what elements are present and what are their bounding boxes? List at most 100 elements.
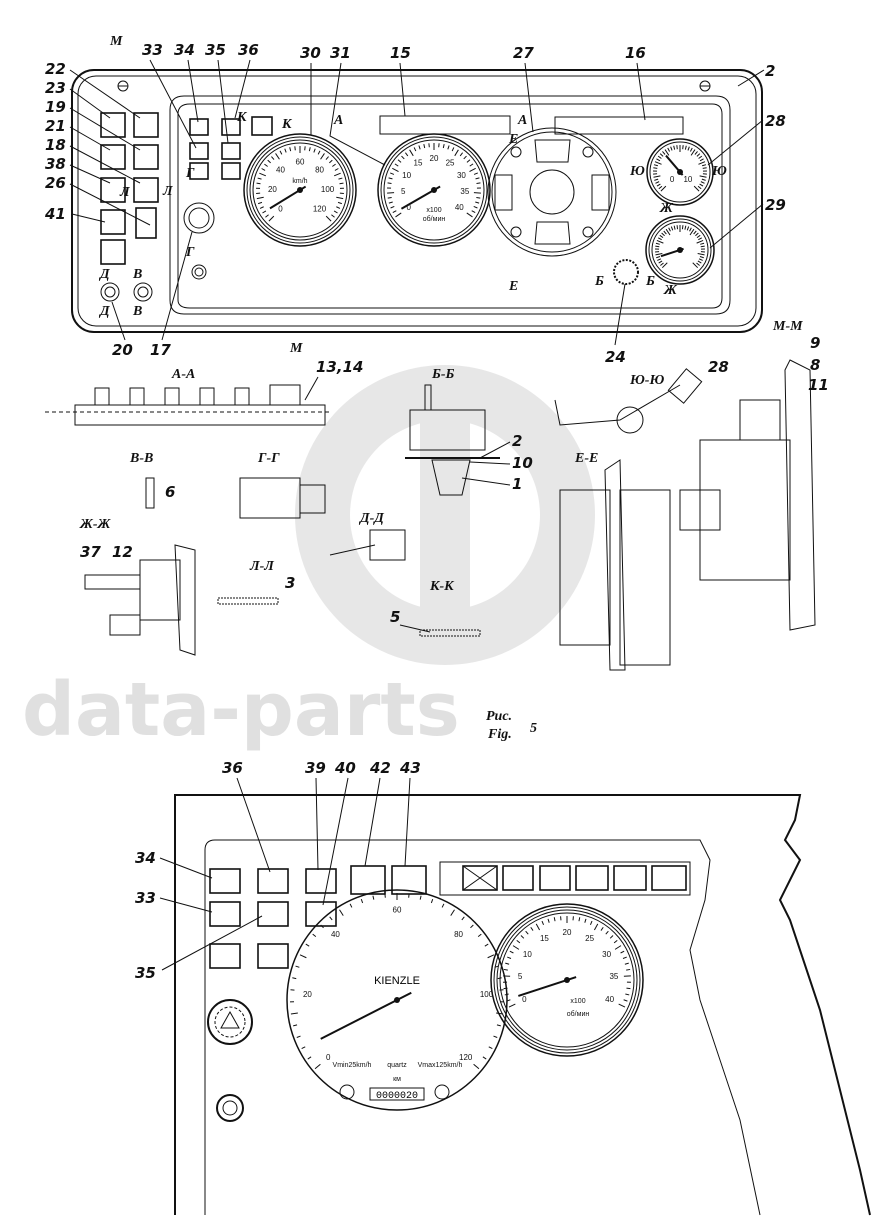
- gauge-ring: [499, 912, 635, 1048]
- gauge-tick: [482, 1056, 487, 1060]
- gauge-tick: [535, 923, 541, 931]
- gauge-tick: [509, 950, 514, 954]
- gauge-tick: [441, 903, 445, 908]
- gauge-tick: [290, 1012, 298, 1015]
- mark-zh: Ж: [663, 283, 678, 298]
- callout-37: 37: [80, 543, 101, 561]
- callout-36: 36: [222, 759, 243, 777]
- gauge-tick: [659, 234, 664, 239]
- section-zhzh-title: Ж-Ж: [79, 517, 112, 532]
- switch-40[interactable]: [305, 901, 337, 927]
- gauge-tick: [331, 214, 335, 218]
- gauge-tick: [388, 177, 393, 180]
- gauge-tick: [390, 172, 395, 175]
- gauge-tick: [430, 898, 434, 904]
- switch-36[interactable]: [257, 868, 289, 894]
- bottom-panel: [174, 794, 871, 1216]
- gauge-tick-label: 30: [602, 950, 611, 959]
- callout-17: 17: [150, 341, 171, 359]
- gauge-tick: [397, 159, 402, 163]
- mark-g: Г: [185, 166, 195, 181]
- gauge-tick: [654, 178, 659, 181]
- gauge-tick: [653, 164, 658, 167]
- gauge-tick: [418, 145, 421, 150]
- switch-38[interactable]: [100, 177, 126, 203]
- gauge-tick: [605, 930, 609, 935]
- gauge-tick: [259, 206, 264, 209]
- gauge-tick: [314, 1063, 321, 1070]
- section-mm-title: М-М: [772, 319, 803, 334]
- gauge-tick: [624, 962, 629, 965]
- gauge-tick: [401, 155, 405, 160]
- gauge-tick: [463, 155, 467, 160]
- gauge-tick: [687, 146, 690, 151]
- gauge-tick: [293, 1024, 298, 1027]
- gauge-hub: [564, 977, 570, 983]
- gauge-tick: [699, 175, 707, 178]
- callout-24: 24: [605, 348, 626, 366]
- switch-35[interactable]: [257, 901, 289, 927]
- gauge-tick: [702, 167, 707, 169]
- switch-33[interactable]: [209, 901, 241, 927]
- watermark-text: data-parts: [22, 667, 460, 753]
- gauge-tick: [264, 163, 268, 167]
- kienzle-knob-left[interactable]: [339, 1084, 355, 1100]
- gauge-ring: [646, 138, 714, 206]
- gauge-tick: [698, 161, 706, 165]
- callout-19: 19: [45, 98, 66, 116]
- callout-21: 21: [45, 117, 66, 135]
- callout-36: 36: [238, 41, 259, 59]
- gauge-tick: [305, 943, 310, 947]
- pressure-gauge-29: [645, 215, 715, 285]
- gauge-tick: [419, 895, 422, 900]
- callout-5: 5: [390, 608, 400, 626]
- gauge-tick: [507, 956, 512, 959]
- switch-diff-lock[interactable]: [209, 943, 241, 969]
- figure-number: 5: [530, 721, 537, 736]
- gauge-tick: [394, 163, 399, 167]
- section-mark-m-bottom: М: [289, 341, 303, 356]
- gauge-tick: [656, 239, 664, 244]
- gauge-tick: [660, 185, 667, 192]
- gauge-tick: [413, 147, 417, 152]
- gauge-tick: [655, 245, 660, 248]
- socket: [216, 1094, 244, 1122]
- gauge-tick: [700, 181, 705, 184]
- gauge-tick: [466, 212, 473, 218]
- gauge-hub: [431, 187, 437, 193]
- gauge-tick: [614, 945, 622, 950]
- switch-blank[interactable]: [100, 239, 126, 265]
- callout-41: 41: [44, 205, 66, 223]
- gauge-tick-label: 20: [430, 154, 439, 163]
- gauge-tick: [488, 1046, 493, 1050]
- callout-38: 38: [45, 155, 66, 173]
- gauge-tick: [257, 201, 263, 205]
- gauge-tick-label: 25: [446, 159, 455, 168]
- callout-33: 33: [142, 41, 163, 59]
- gauge-tick: [530, 926, 534, 931]
- switch-21[interactable]: [100, 144, 126, 170]
- switch-42[interactable]: [350, 865, 386, 895]
- kienzle-knob-right[interactable]: [434, 1084, 450, 1100]
- gauge-tick: [658, 260, 663, 264]
- gauge-tick: [473, 1063, 480, 1070]
- gauge-tick: [697, 185, 702, 190]
- gauge-tick: [459, 152, 464, 157]
- gauge-tick: [476, 196, 481, 199]
- gauge-tick: [461, 916, 465, 921]
- gauge-tick: [292, 977, 297, 980]
- callout-18: 18: [45, 136, 66, 154]
- switch-39[interactable]: [305, 868, 337, 894]
- gauge-tick: [505, 962, 510, 965]
- hazard-switch[interactable]: [207, 999, 253, 1045]
- gauge-tick: [670, 146, 673, 151]
- gauge-tick: [268, 215, 275, 222]
- switch-34[interactable]: [209, 868, 241, 894]
- callout-35: 35: [205, 41, 226, 59]
- gauge-tick: [307, 1056, 312, 1060]
- gauge-tick: [525, 930, 529, 935]
- switch-23[interactable]: [100, 112, 126, 138]
- gauge-tick-label: 40: [276, 166, 285, 175]
- switch-axle[interactable]: [257, 943, 289, 969]
- gauge-tick: [392, 167, 399, 172]
